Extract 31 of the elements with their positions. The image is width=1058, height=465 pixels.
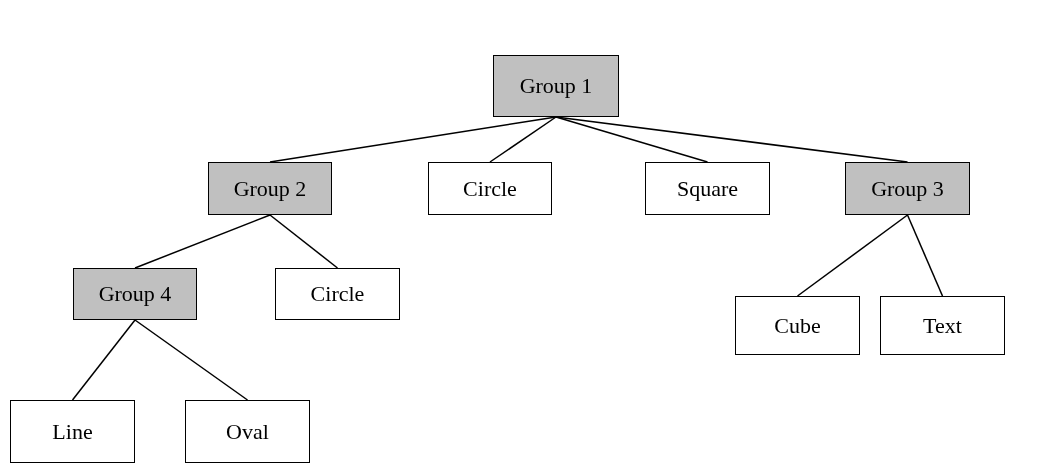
node-label: Group 1 <box>519 73 593 99</box>
item-box <box>10 400 135 463</box>
group-box <box>845 162 970 215</box>
connector-line <box>269 214 339 269</box>
node-label: Cube <box>774 312 821 339</box>
group-box <box>493 55 619 117</box>
item-box <box>645 162 770 215</box>
item-box <box>428 162 552 215</box>
connector-line <box>134 319 249 401</box>
node-label: Oval <box>226 418 269 445</box>
connector-line <box>489 116 557 163</box>
item-box <box>275 268 400 320</box>
item-box <box>880 296 1005 355</box>
connector-line <box>71 319 136 401</box>
node-label: Text <box>923 312 962 339</box>
group-box <box>73 268 197 320</box>
connector-line <box>555 116 909 163</box>
item-box <box>185 400 310 463</box>
group-box <box>208 162 332 215</box>
node-label: Circle <box>310 281 365 307</box>
connector-line <box>796 214 909 297</box>
connector-line <box>555 116 709 163</box>
node-label: Circle <box>463 175 517 202</box>
node-label: Group 3 <box>871 175 944 202</box>
node-label: Group 4 <box>98 281 172 307</box>
node-label: Group 2 <box>233 175 307 202</box>
node-label: Square <box>676 175 739 202</box>
node-label: Line <box>52 418 93 445</box>
connector-line <box>134 214 271 269</box>
connector-line <box>906 214 944 297</box>
item-box <box>735 296 860 355</box>
